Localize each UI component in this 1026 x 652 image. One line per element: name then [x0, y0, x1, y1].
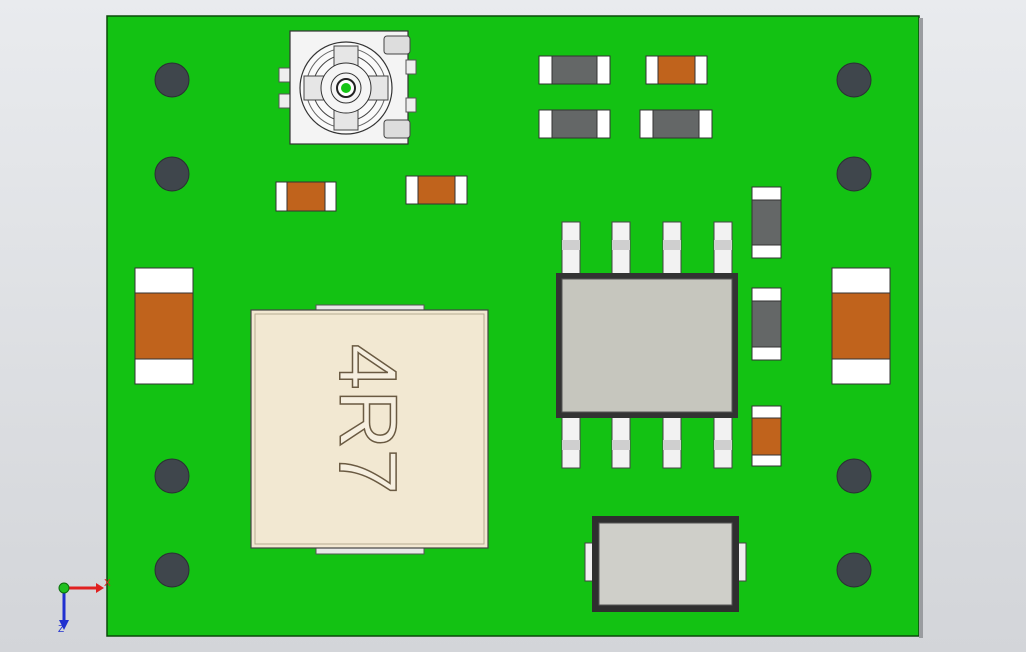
- capacitor-c3[interactable]: [751, 405, 782, 467]
- triad-x-label: X: [104, 578, 111, 589]
- trimmer-potentiometer[interactable]: [278, 30, 417, 145]
- resistor-r5[interactable]: [751, 186, 782, 259]
- mounting-hole[interactable]: [154, 156, 190, 192]
- mounting-hole[interactable]: [836, 552, 872, 588]
- mounting-hole[interactable]: [836, 62, 872, 98]
- inductor-4r7[interactable]: 4R7: [250, 304, 489, 555]
- capacitor-c1[interactable]: [275, 181, 337, 212]
- mounting-holes: [154, 62, 872, 588]
- triad-z-label: Z: [58, 624, 64, 635]
- resistor-r2[interactable]: [645, 55, 708, 85]
- mounting-hole[interactable]: [154, 62, 190, 98]
- mounting-hole[interactable]: [836, 458, 872, 494]
- capacitor-c2[interactable]: [405, 175, 468, 205]
- pcb-board[interactable]: [106, 15, 920, 637]
- resistor-r3[interactable]: [538, 109, 611, 139]
- adjust-hole-icon: [341, 83, 351, 93]
- mounting-hole[interactable]: [154, 552, 190, 588]
- inductor-marking: 4R7: [322, 344, 413, 494]
- mounting-hole[interactable]: [836, 156, 872, 192]
- mounting-hole[interactable]: [154, 458, 190, 494]
- diode-d1[interactable]: [584, 516, 747, 612]
- board-edge-shadow: [919, 18, 923, 638]
- resistor-r4[interactable]: [639, 109, 713, 139]
- ic-pins-top: [561, 221, 733, 279]
- resistor-r6[interactable]: [751, 287, 782, 361]
- capacitor-right[interactable]: [831, 267, 891, 385]
- ic-soic8[interactable]: [556, 221, 738, 469]
- capacitor-left[interactable]: [134, 267, 194, 385]
- resistor-r1[interactable]: [538, 55, 611, 85]
- coordinate-triad: X Z: [58, 578, 111, 635]
- ic-pins-bottom: [561, 411, 733, 469]
